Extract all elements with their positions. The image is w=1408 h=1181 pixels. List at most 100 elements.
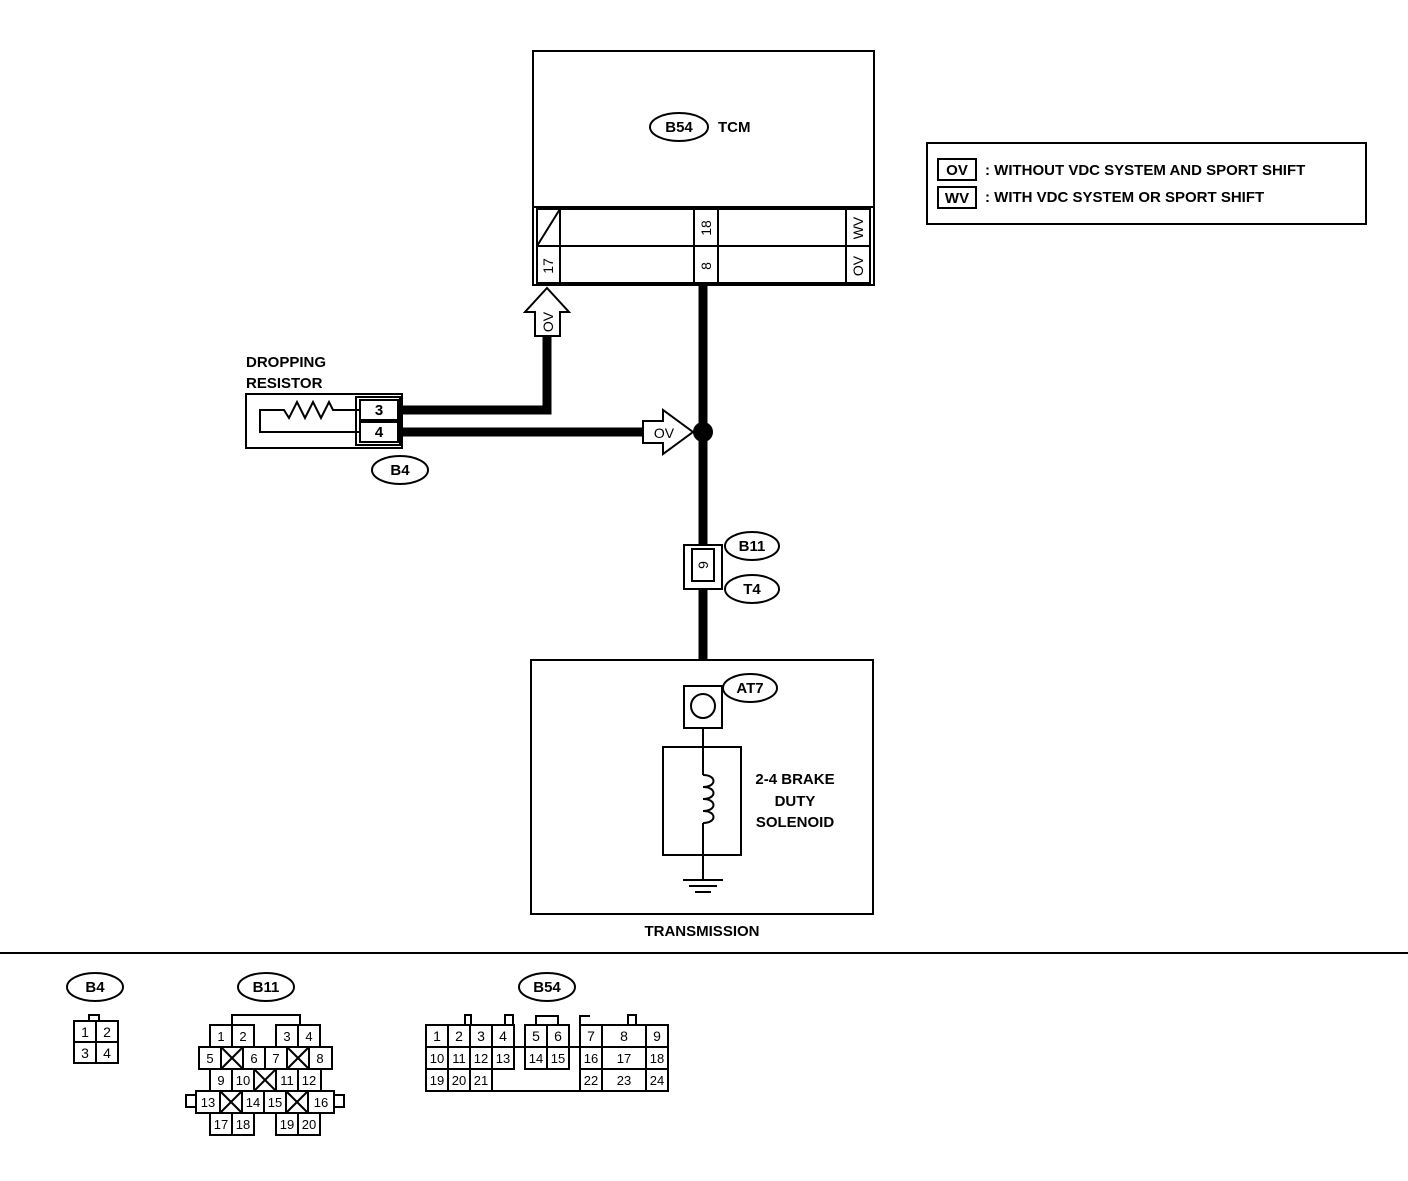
- b11-pin: 2: [239, 1029, 246, 1044]
- b54-pin: 5: [532, 1028, 540, 1044]
- b54-pin: 1: [433, 1028, 441, 1044]
- b54-pin: 8: [620, 1028, 628, 1044]
- legend-ov-code: OV: [946, 162, 968, 179]
- b11-view-id: B11: [253, 979, 280, 996]
- blank-pin-slash: [536, 208, 561, 247]
- b54-pin: 13: [496, 1051, 510, 1066]
- legend-ov-text: : WITHOUT VDC SYSTEM AND SPORT SHIFT: [985, 162, 1305, 179]
- b54-pin: 6: [554, 1028, 562, 1044]
- at7-badge: [722, 673, 778, 703]
- legend-wv-code: WV: [945, 190, 969, 207]
- b11-pin: 9: [217, 1073, 224, 1088]
- arrow-up-ov: OV: [522, 286, 572, 337]
- coil-icon: [702, 774, 715, 824]
- b54-pin: 15: [551, 1051, 565, 1066]
- joint-t4-badge: [724, 574, 780, 604]
- solenoid-label-2: DUTY: [775, 793, 816, 810]
- b11-pin: 8: [316, 1051, 323, 1066]
- b54-pin: 12: [474, 1051, 488, 1066]
- resistor-title-1: DROPPING: [246, 354, 326, 371]
- arrow-right-ov: OV: [642, 408, 695, 456]
- b4-pin: 4: [103, 1045, 111, 1061]
- b54-pin: 2: [455, 1028, 463, 1044]
- transmission-unit: TRANSMISSION AT7 2-4 BRAKE DUTY SOLENOID: [530, 659, 874, 940]
- b11-pin: 20: [302, 1117, 316, 1132]
- connector-view-b54: B54 1 2 3 4 5 6 7 8 9 10: [425, 972, 669, 1092]
- legend: OV : WITHOUT VDC SYSTEM AND SPORT SHIFT …: [926, 142, 1367, 225]
- tcm-connector-id: B54: [665, 119, 693, 136]
- b54-pin: 18: [650, 1051, 664, 1066]
- b54-pin: 23: [617, 1073, 631, 1088]
- dropping-resistor: DROPPING RESISTOR 3 4 B4: [245, 354, 429, 485]
- b54-pin: 21: [474, 1073, 488, 1088]
- b11-pin: 18: [236, 1117, 250, 1132]
- b11-pin: 16: [314, 1095, 328, 1110]
- transmission-label: TRANSMISSION: [644, 923, 759, 940]
- b11-pin: 17: [214, 1117, 228, 1132]
- b11-pin: 3: [283, 1029, 290, 1044]
- tcm-pin-18: 18: [698, 220, 714, 236]
- b11-pin: 5: [206, 1051, 213, 1066]
- resistor-title-2: RESISTOR: [246, 375, 323, 392]
- b54-pin: 16: [584, 1051, 598, 1066]
- b54-pin: 11: [452, 1051, 466, 1066]
- b54-pin: 14: [529, 1051, 543, 1066]
- resistor-pin-4: 4: [375, 424, 384, 441]
- b54-pin: 7: [587, 1028, 595, 1044]
- tcm-pin-17: 17: [540, 258, 556, 274]
- b11-pin: 14: [246, 1095, 260, 1110]
- joint-pin-9: 9: [695, 561, 711, 569]
- joint-connector: 9 B11 T4: [683, 531, 780, 604]
- arrow-right-tag: OV: [654, 425, 675, 441]
- b11-pin: 13: [201, 1095, 215, 1110]
- tcm-name: TCM: [718, 119, 751, 136]
- solenoid-label-1: 2-4 BRAKE: [755, 771, 834, 788]
- b54-pin: 4: [499, 1028, 507, 1044]
- solenoid-label-3: SOLENOID: [756, 814, 835, 831]
- splice-point: [693, 422, 713, 442]
- tcm-pin-8: 8: [698, 262, 714, 270]
- connector-view-b4: B4 1 2 3 4: [66, 972, 124, 1064]
- b11-pin: 11: [280, 1073, 294, 1088]
- tcm-tag-ov: OV: [850, 255, 866, 276]
- resistor-connector-id: B4: [390, 462, 410, 479]
- legend-wv-box: [937, 186, 977, 209]
- b4-view-id: B4: [85, 979, 105, 996]
- b11-pin: 15: [268, 1095, 282, 1110]
- b11-pin: 12: [302, 1073, 316, 1088]
- b11-pin: 6: [250, 1051, 257, 1066]
- joint-t4-id: T4: [743, 581, 761, 598]
- tcm-unit: B54 TCM 17 18 8 WV OV: [532, 50, 875, 286]
- b4-pin: 2: [103, 1024, 111, 1040]
- b11-pin: 4: [305, 1029, 312, 1044]
- resistor-connector-badge: [371, 455, 429, 485]
- tcm-connector-badge: [649, 112, 709, 142]
- legend-wv-text: : WITH VDC SYSTEM OR SPORT SHIFT: [985, 189, 1264, 206]
- b54-pin: 10: [430, 1051, 444, 1066]
- b4-pin: 3: [81, 1045, 89, 1061]
- at7-id: AT7: [736, 680, 763, 697]
- b11-pin: 7: [272, 1051, 279, 1066]
- b54-pin: 24: [650, 1073, 664, 1088]
- b54-pin: 3: [477, 1028, 485, 1044]
- b11-pin: 10: [236, 1073, 250, 1088]
- resistor-icon: [259, 399, 360, 433]
- connector-view-b11: B11 1 2 3 4 5: [185, 972, 345, 1136]
- legend-ov-box: [937, 158, 977, 181]
- tcm-tag-wv: WV: [850, 216, 866, 239]
- b54-pin: 20: [452, 1073, 466, 1088]
- b54-pin: 9: [653, 1028, 661, 1044]
- b54-pin: 22: [584, 1073, 598, 1088]
- joint-b11-id: B11: [739, 538, 766, 555]
- b4-pin: 1: [81, 1024, 89, 1040]
- b11-pin: 1: [217, 1029, 224, 1044]
- joint-b11-badge: [724, 531, 780, 561]
- b54-pin: 17: [617, 1051, 631, 1066]
- b54-pin: 19: [430, 1073, 444, 1088]
- b54-view-id: B54: [533, 979, 561, 996]
- b11-pin: 19: [280, 1117, 294, 1132]
- arrow-up-tag: OV: [540, 311, 556, 332]
- wires: [400, 285, 713, 686]
- resistor-pin-3: 3: [375, 402, 383, 419]
